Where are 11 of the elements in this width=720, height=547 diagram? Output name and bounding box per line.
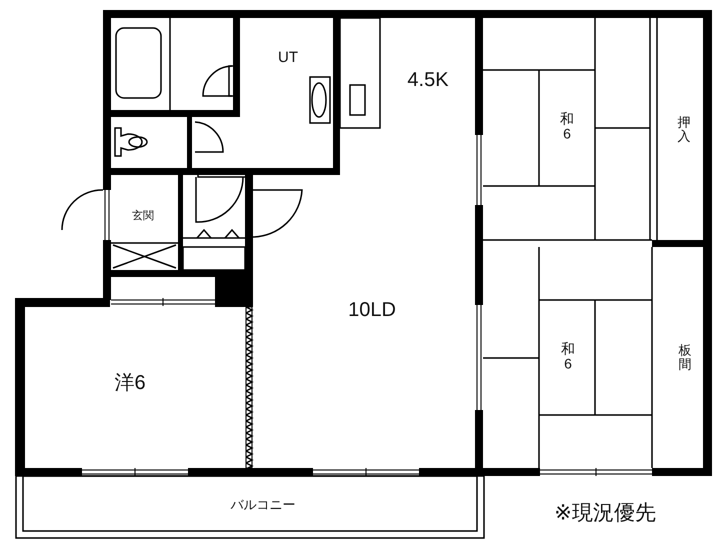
room-label: 4.5K: [407, 69, 449, 91]
note-text: ※現況優先: [554, 501, 656, 525]
room-label: 板間: [678, 344, 692, 372]
room-label: 10LD: [348, 299, 396, 321]
room-label: 和6: [558, 112, 576, 142]
room-label: バルコニー: [230, 498, 296, 512]
room-label: 洋6: [114, 372, 146, 394]
room-label: 和6: [560, 342, 576, 372]
room-label: UT: [278, 50, 298, 66]
room-label: 玄関: [132, 210, 154, 222]
room-label: 押入: [678, 116, 690, 144]
